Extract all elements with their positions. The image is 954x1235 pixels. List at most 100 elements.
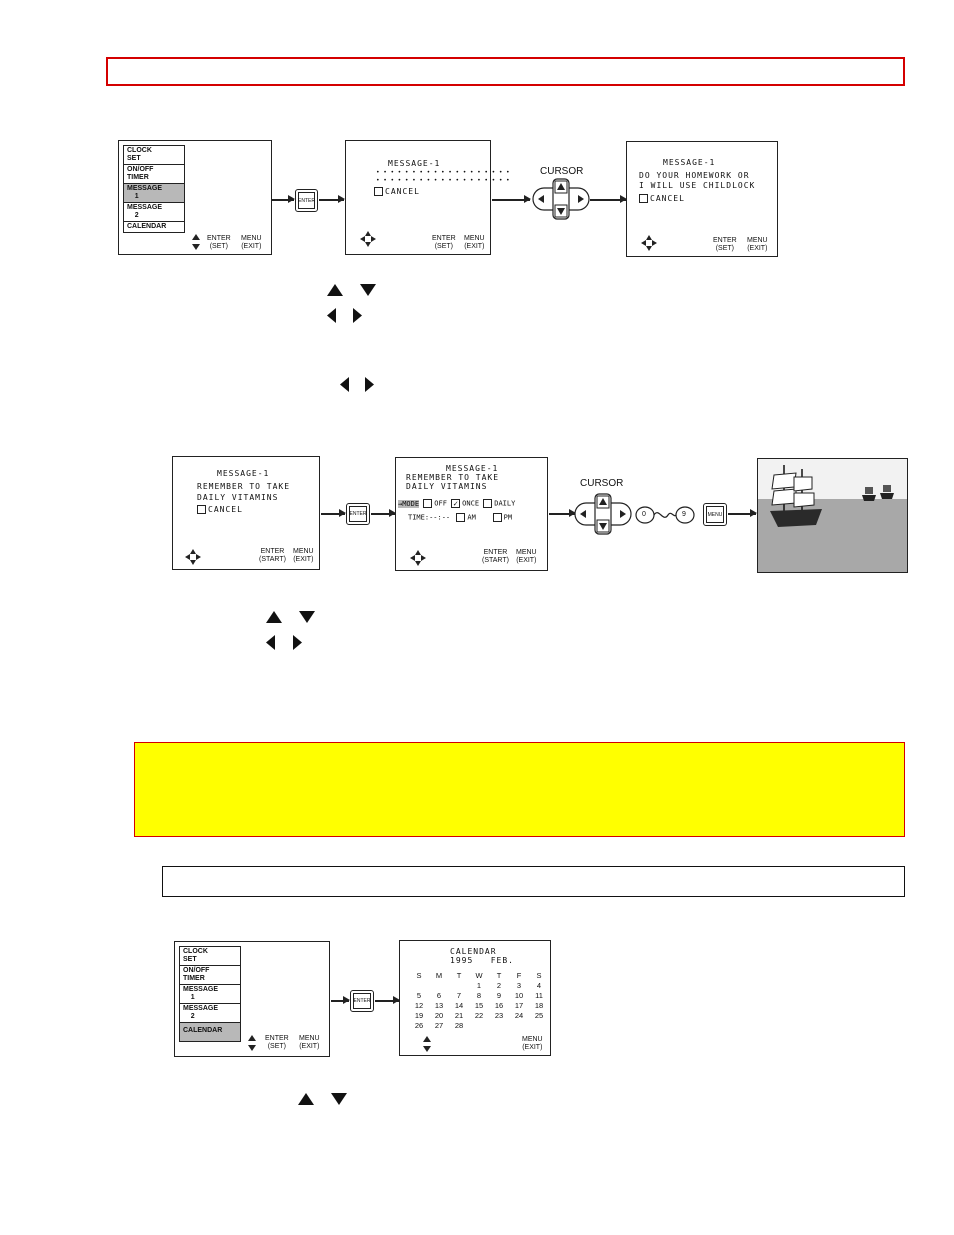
- cancel-option[interactable]: CANCEL: [197, 505, 243, 514]
- calendar-date-cell: 19: [414, 1010, 424, 1020]
- header-bar: [106, 57, 905, 86]
- down-arrow-icon: [360, 284, 376, 296]
- calendar-date-cell: [429, 980, 449, 990]
- calendar-date-cell: 20: [434, 1010, 444, 1020]
- menu-exit-label: MENU(EXIT): [241, 235, 262, 250]
- number-keys-icon[interactable]: [635, 505, 695, 525]
- four-way-arrow-icon: [641, 235, 657, 251]
- menu-exit-label: MENU(EXIT): [299, 1035, 320, 1050]
- menu-item-calendar[interactable]: CALENDAR: [127, 223, 167, 230]
- screen-title: MESSAGE-1: [663, 158, 716, 167]
- enter-button[interactable]: ENTER: [295, 189, 318, 212]
- calendar-date-cell: 24: [514, 1010, 524, 1020]
- flow-arrow: [375, 997, 400, 1003]
- calendar-date-cell: 3: [516, 980, 522, 990]
- section-header-box: [162, 866, 905, 897]
- up-arrow-icon: [266, 611, 282, 623]
- calendar-day-header: S: [536, 970, 542, 980]
- dots-line: • • • • • • • • • • • • • • • • • • •: [376, 177, 510, 184]
- calendar-day-header: S: [416, 970, 422, 980]
- calendar-date: 1995 FEB.: [450, 956, 514, 965]
- calendar-date-cell: 13: [434, 1000, 444, 1010]
- enter-button[interactable]: ENTER: [350, 990, 374, 1012]
- menu-item-message-2[interactable]: MESSAGE 2: [124, 203, 184, 222]
- calendar-date-cell: 27: [434, 1020, 444, 1030]
- four-way-arrow-icon: [185, 549, 201, 565]
- calendar-date-cell: [449, 980, 469, 990]
- flow-arrow: [371, 510, 396, 516]
- calendar-date-cell: 8: [476, 990, 482, 1000]
- calendar-date-cell: 17: [514, 1000, 524, 1010]
- am-checkbox[interactable]: [456, 513, 466, 522]
- calendar-date-cell: [469, 1020, 489, 1030]
- calendar-date-cell: [529, 1020, 549, 1030]
- calendar-date-cell: 14: [454, 1000, 464, 1010]
- checkbox-icon: [639, 194, 648, 203]
- right-arrow-icon: [353, 308, 362, 323]
- distant-ships-icon: [862, 485, 894, 501]
- menu-item-calendar[interactable]: CALENDAR: [180, 1023, 240, 1041]
- calendar-date-cell: 18: [534, 1000, 544, 1010]
- digit-0-key[interactable]: 0: [642, 511, 646, 518]
- mode-label: →MODE: [398, 499, 420, 508]
- calendar-date-cell: [489, 1020, 509, 1030]
- calendar-date-cell: 12: [414, 1000, 424, 1010]
- four-way-arrow-icon: [410, 550, 426, 566]
- calendar-date-cell: 28: [454, 1020, 464, 1030]
- cancel-option[interactable]: CANCEL: [639, 194, 685, 203]
- menu-button[interactable]: MENU: [703, 503, 727, 526]
- flow-arrow: [590, 196, 627, 202]
- menu-item-message-1[interactable]: MESSAGE 1: [180, 985, 240, 1004]
- enter-set-label: ENTER(SET): [207, 235, 231, 250]
- cursor-pad-icon[interactable]: [532, 178, 590, 220]
- enter-set-label: ENTER(SET): [265, 1035, 289, 1050]
- cancel-option[interactable]: CANCEL: [374, 187, 420, 196]
- mode-once-checkbox[interactable]: ✓: [451, 499, 461, 508]
- message-edit-screen: MESSAGE-1 • • • • • • • • • • • • • • • …: [345, 140, 510, 255]
- pm-checkbox[interactable]: [492, 513, 502, 522]
- enter-button[interactable]: ENTER: [346, 503, 370, 525]
- calendar-day-header: F: [516, 970, 522, 980]
- calendar-date-cell: 7: [456, 990, 462, 1000]
- message-line: DO YOUR HOMEWORK OR: [639, 171, 750, 180]
- digit-9-key[interactable]: 9: [682, 511, 686, 518]
- up-arrow-icon: [327, 284, 343, 296]
- screen-title: MESSAGE-1: [217, 469, 270, 478]
- menu-exit-label: MENU(EXIT): [522, 1036, 543, 1051]
- calendar-date-cell: 25: [534, 1010, 544, 1020]
- enter-start-label: ENTER(START): [259, 548, 286, 563]
- calendar-date-cell: 16: [494, 1000, 504, 1010]
- calendar-day-header: T: [456, 970, 462, 980]
- checkbox-icon: [197, 505, 206, 514]
- message-line: DAILY VITAMINS: [197, 493, 279, 502]
- up-down-icon: [192, 234, 200, 250]
- up-down-icon: [248, 1035, 256, 1051]
- calendar-date-cell: 10: [514, 990, 524, 1000]
- calendar-title: CALENDAR: [450, 947, 497, 956]
- menu-exit-label: MENU(EXIT): [747, 237, 768, 252]
- flow-arrow: [331, 997, 350, 1003]
- mode-off-checkbox[interactable]: [423, 499, 433, 508]
- left-arrow-icon: [340, 377, 349, 392]
- cursor-label: CURSOR: [540, 166, 584, 177]
- cursor-pad-icon[interactable]: [574, 493, 632, 535]
- menu-item-message-2[interactable]: MESSAGE 2: [180, 1004, 240, 1023]
- message-line: I WILL USE CHILDLOCK: [639, 181, 756, 190]
- tv-picture: [757, 458, 908, 573]
- flow-arrow: [319, 196, 345, 202]
- menu-item-message-1[interactable]: MESSAGE 1: [124, 184, 184, 203]
- flow-arrow: [272, 196, 295, 202]
- mode-daily-checkbox[interactable]: [483, 499, 493, 508]
- enter-start-label: ENTER(START): [482, 549, 509, 564]
